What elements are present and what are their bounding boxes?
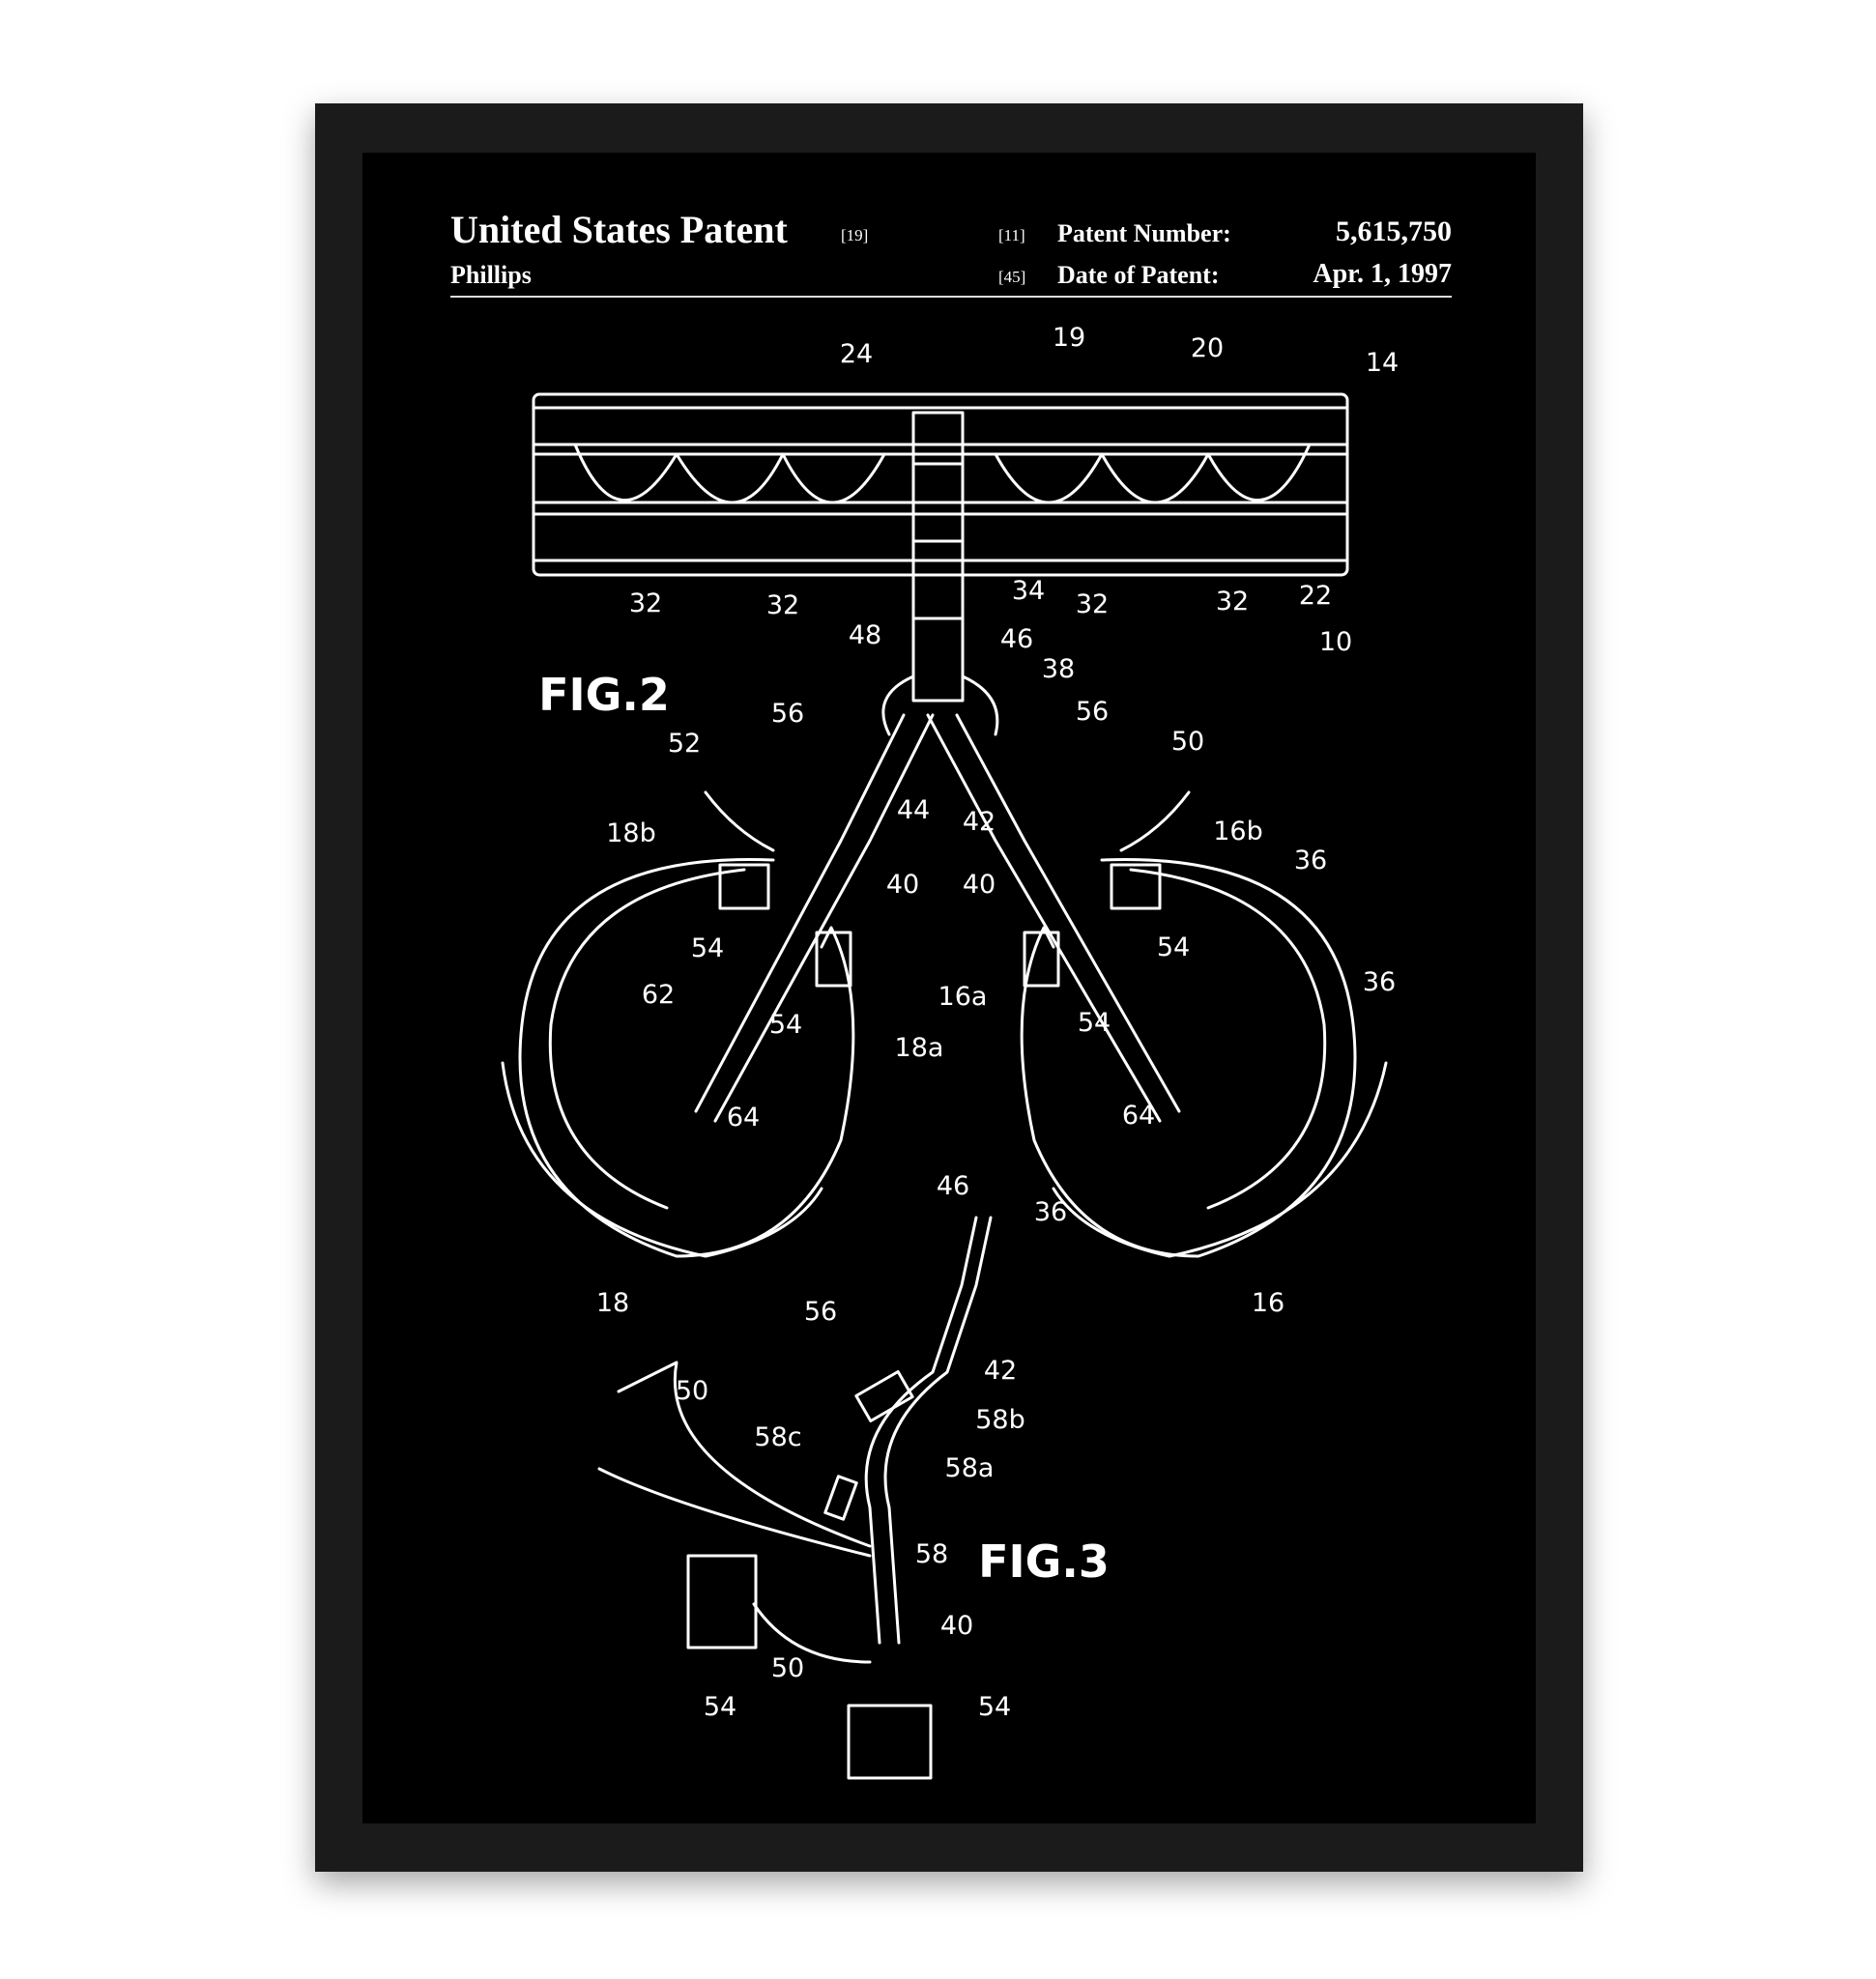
reference-numeral: 22 — [1299, 581, 1332, 611]
reference-numeral: 40 — [940, 1611, 973, 1641]
reference-numeral: 14 — [1366, 348, 1399, 378]
reference-numeral: 62 — [642, 980, 675, 1010]
reference-numeral: 40 — [886, 870, 919, 900]
date-value: Apr. 1, 1997 — [1313, 259, 1452, 289]
date-label: Date of Patent: — [1057, 261, 1220, 289]
reference-numeral: 16b — [1213, 817, 1263, 846]
reference-numeral: 54 — [769, 1010, 802, 1040]
reference-numeral: 50 — [1171, 727, 1204, 757]
reference-numeral: 40 — [963, 870, 996, 900]
right-leg-loop — [1020, 790, 1388, 1258]
reference-numeral: 36 — [1363, 967, 1396, 997]
reference-numeral: 58 — [915, 1539, 948, 1569]
reference-numeral: 42 — [984, 1356, 1017, 1386]
reference-numeral: 38 — [1042, 654, 1075, 684]
reference-numeral: 50 — [771, 1653, 804, 1683]
fig3-buckle-detail — [597, 1216, 993, 1780]
reference-numeral: 36 — [1034, 1197, 1067, 1227]
reference-numeral: 32 — [766, 590, 799, 620]
reference-numeral: 56 — [771, 699, 804, 729]
patent-number-label: Patent Number: — [1057, 219, 1231, 247]
fig2-label: FIG.2 — [538, 669, 670, 721]
reference-numeral: 54 — [1078, 1008, 1111, 1038]
reference-numeral: 32 — [629, 588, 662, 618]
reference-numeral: 46 — [937, 1171, 969, 1201]
patent-title: United States Patent — [450, 208, 788, 251]
center-strap — [694, 411, 1181, 1123]
reference-numeral: 10 — [1319, 627, 1352, 657]
reference-numeral: 36 — [1294, 846, 1327, 875]
left-leg-loop — [501, 790, 855, 1258]
reference-numeral: 54 — [1157, 932, 1190, 962]
reference-numeral: 52 — [668, 729, 701, 759]
reference-numeral: 16 — [1252, 1288, 1284, 1318]
reference-numeral: 18b — [606, 818, 656, 848]
reference-numeral: 58b — [975, 1405, 1025, 1435]
inventor-name: Phillips — [450, 261, 532, 289]
reference-numeral: 20 — [1191, 333, 1224, 363]
reference-numeral: 56 — [1076, 697, 1109, 727]
reference-numeral: 58c — [754, 1422, 801, 1452]
reference-numeral: 19 — [1053, 323, 1085, 353]
reference-numeral: 44 — [897, 795, 930, 825]
waist-belt — [532, 392, 1349, 577]
patent-number-value: 5,615,750 — [1336, 215, 1452, 247]
title-code: [19] — [841, 226, 869, 244]
reference-numeral: 42 — [963, 807, 996, 837]
reference-numeral: 16a — [938, 982, 988, 1012]
reference-numeral: 64 — [1122, 1101, 1155, 1131]
reference-numeral: 54 — [691, 933, 724, 963]
reference-numerals: 24 19 20 14 32 32 34 32 32 22 48 46 38 10 56 56 52 50 44 42… — [596, 323, 1399, 1722]
reference-numeral: 32 — [1076, 589, 1109, 619]
reference-numeral: 46 — [1000, 624, 1033, 654]
reference-numeral: 54 — [978, 1692, 1011, 1722]
reference-numeral: 64 — [727, 1103, 760, 1133]
reference-numeral: 50 — [676, 1376, 708, 1406]
header-divider — [450, 296, 1452, 298]
reference-numeral: 34 — [1012, 576, 1045, 606]
reference-numeral: 54 — [704, 1692, 736, 1722]
poster-background — [362, 153, 1536, 1823]
date-code: [45] — [998, 268, 1026, 286]
reference-numeral: 56 — [804, 1297, 837, 1327]
reference-numeral: 32 — [1216, 587, 1249, 617]
reference-numeral: 48 — [849, 620, 881, 650]
fig3-label: FIG.3 — [978, 1535, 1110, 1588]
number-code: [11] — [998, 226, 1025, 244]
reference-numeral: 58a — [945, 1453, 995, 1483]
reference-numeral: 18 — [596, 1288, 629, 1318]
reference-numeral: 18a — [895, 1033, 944, 1063]
reference-numeral: 24 — [840, 339, 873, 369]
